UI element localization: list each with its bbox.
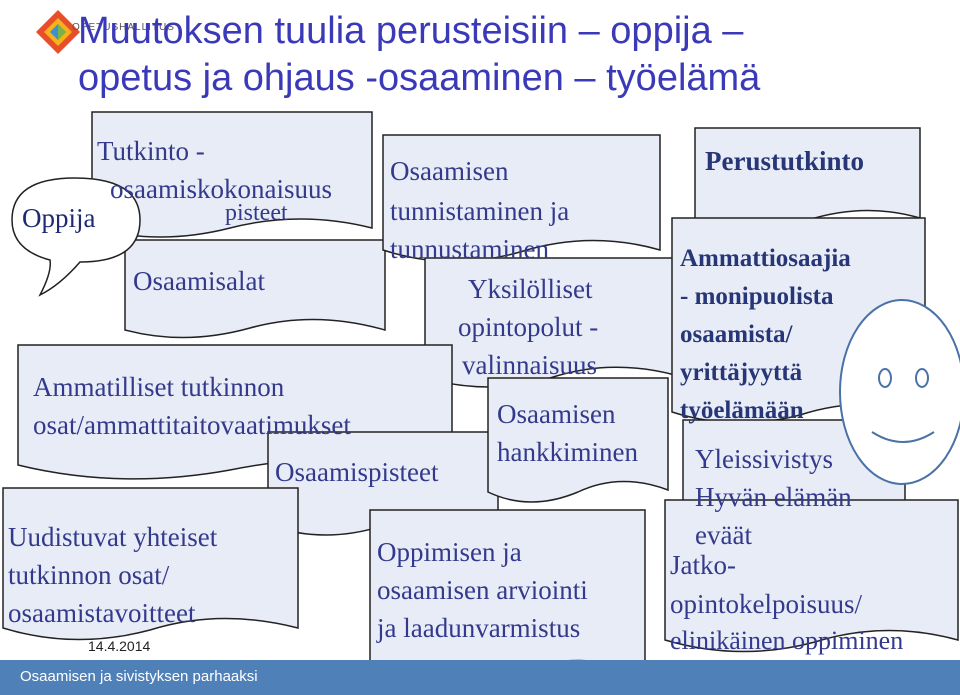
card-uudistuvat-shape <box>2 487 299 641</box>
osaamisalat-label: Osaamisalat <box>133 266 265 296</box>
jatko-line3: elinikäinen oppiminen <box>670 626 904 655</box>
yksilolliset-line1: Yksilölliset <box>468 274 593 304</box>
perustutkinto-label: Perustutkinto <box>705 146 865 176</box>
ammattiosaajia-line2: - monipuolista <box>680 283 834 310</box>
slide-title-line2: opetus ja ohjaus -osaaminen – työelämä <box>78 57 761 99</box>
yleissivistys-line3: eväät <box>695 520 752 550</box>
uudistuvat-line3: osaamistavoitteet <box>8 598 196 628</box>
speech-bubble-shape <box>11 177 141 297</box>
hankkiminen-line1: Osaamisen <box>497 399 616 429</box>
card-hankkiminen-shape <box>487 377 669 503</box>
footer-text: Osaamisen ja sivistyksen parhaaksi <box>20 668 258 685</box>
slide-title: Muutoksen tuulia perusteisiin – oppija –… <box>78 8 958 102</box>
smiley-face-icon <box>839 299 960 485</box>
footer-bar <box>0 660 960 695</box>
tutkinto-line1: Tutkinto - <box>97 136 205 166</box>
ammatilliset-line2: osat/ammattitaitovaatimukset <box>33 410 351 440</box>
tutkinto-line2: osaamiskokonaisuus <box>110 174 332 204</box>
logo-text: OPETUSHALLITUS <box>72 22 175 33</box>
card-perustutkinto-shape <box>694 127 921 229</box>
hankkiminen-line2: hankkiminen <box>497 437 638 467</box>
yleissivistys-line2: Hyvän elämän <box>695 482 852 512</box>
yksilolliset-line3: valinnaisuus <box>462 350 597 380</box>
bubble-label-oppija: Oppija <box>22 203 96 233</box>
slide-date: 14.4.2014 <box>88 638 151 654</box>
arviointi-line2: osaamisen arviointi <box>377 575 588 605</box>
tunnistaminen-line1: Osaamisen <box>390 156 509 186</box>
arviointi-line3: ja laadunvarmistus <box>377 613 581 643</box>
card-jatko-shape <box>664 499 959 653</box>
uudistuvat-line1: Uudistuvat yhteiset <box>8 522 218 552</box>
ammattiosaajia-line4: yrittäjyyttä <box>680 359 803 386</box>
arviointi-line1: Oppimisen ja <box>377 537 522 567</box>
card-osaamisalat-shape <box>124 239 386 339</box>
opetushallitus-logo <box>36 10 80 54</box>
jatko-line1: Jatko- <box>670 550 736 580</box>
yleissivistys-line1: Yleissivistys <box>695 444 834 474</box>
card-tunnistaminen-shape <box>382 134 661 263</box>
tutkinto-hidden-text: pisteet <box>225 200 288 226</box>
osaamispisteet-label: Osaamispisteet <box>275 457 439 487</box>
yksilolliset-line2: opintopolut - <box>458 312 599 342</box>
ammattiosaajia-line5: työelämään <box>680 397 804 424</box>
jatko-line2: opintokelpoisuus/ <box>670 589 863 619</box>
ammattiosaajia-line1: Ammattiosaajia <box>680 245 851 272</box>
slide-title-line1: Muutoksen tuulia perusteisiin – oppija – <box>78 10 744 52</box>
ammatilliset-line1: Ammatilliset tutkinnon <box>33 372 285 402</box>
tunnistaminen-line2: tunnistaminen ja <box>390 196 570 226</box>
tunnistaminen-line3: tunnustaminen <box>390 234 549 264</box>
uudistuvat-line2: tutkinnon osat/ <box>8 560 170 590</box>
ammattiosaajia-line3: osaamista/ <box>680 321 793 348</box>
